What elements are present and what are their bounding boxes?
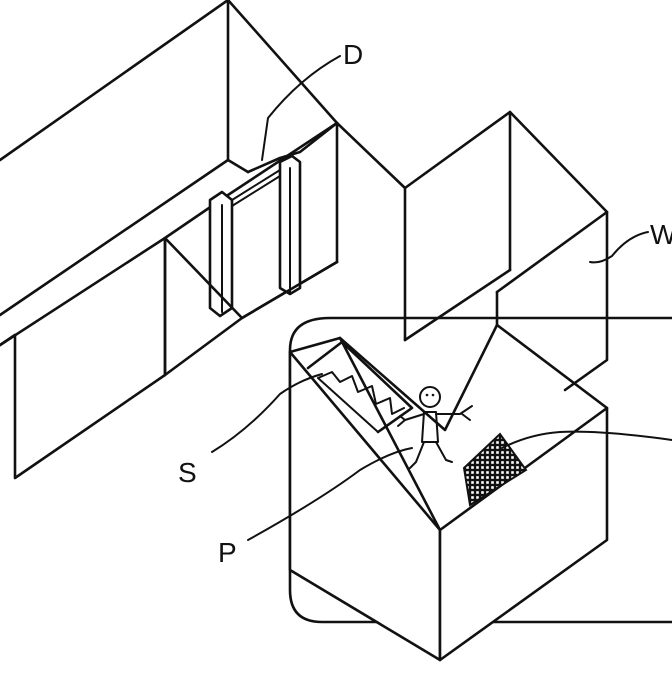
right-wall-w	[405, 112, 607, 390]
label-wall: W	[650, 219, 672, 250]
foreground-block	[290, 325, 607, 660]
leader-w	[590, 232, 648, 262]
label-player: P	[218, 537, 237, 568]
label-door: D	[343, 39, 363, 70]
label-stairs: S	[178, 457, 197, 488]
leader-d	[262, 56, 340, 160]
